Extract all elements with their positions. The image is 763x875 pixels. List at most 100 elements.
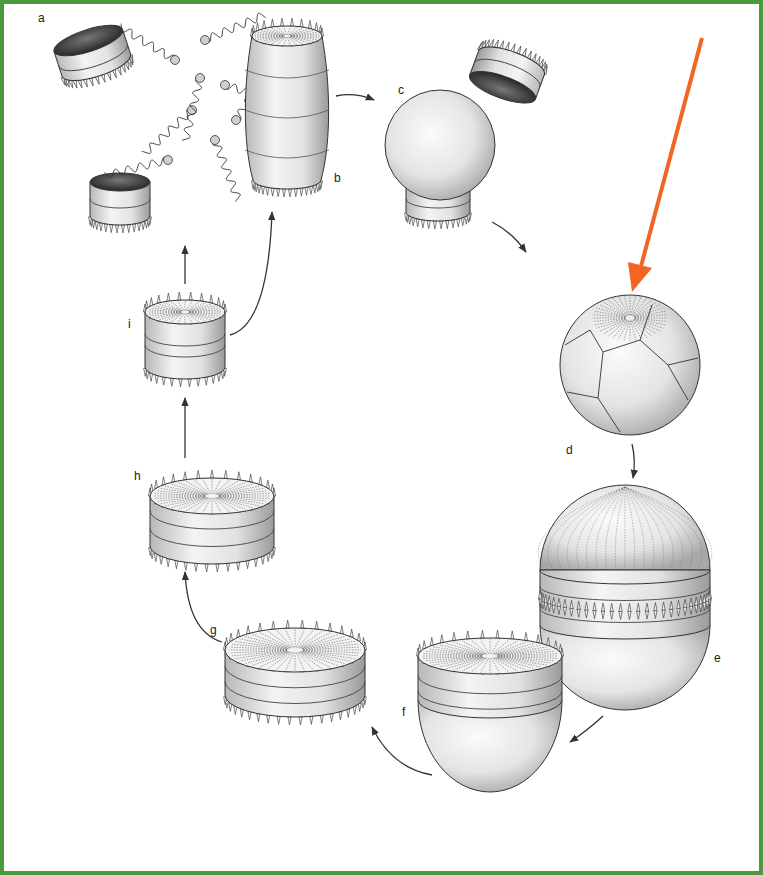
stria: [287, 27, 290, 35]
valve-striae: [422, 639, 557, 673]
cycle-arrow: [570, 716, 603, 742]
spine: [557, 606, 560, 614]
spine: [288, 189, 291, 197]
spine: [234, 706, 237, 714]
spine: [461, 218, 464, 226]
stria: [632, 298, 647, 316]
stria: [148, 312, 180, 314]
stria: [295, 629, 296, 647]
frustule-part: [89, 173, 152, 233]
spine: [433, 221, 436, 229]
stria: [496, 658, 535, 669]
highlight-arrow-head: [628, 262, 652, 292]
stria: [301, 652, 339, 666]
spine: [261, 186, 264, 194]
frustule-part: [148, 470, 275, 572]
stria: [300, 633, 331, 648]
stria: [190, 310, 222, 312]
spine: [706, 593, 709, 601]
spine: [585, 610, 588, 618]
sperm-head: [211, 136, 220, 145]
flagellum: [142, 109, 192, 153]
band-line: [245, 70, 329, 78]
spine: [160, 556, 163, 564]
spine: [99, 223, 102, 231]
stria: [219, 496, 270, 497]
band-line: [245, 110, 329, 118]
spine: [95, 222, 98, 230]
spine: [157, 295, 160, 303]
band-line: [90, 199, 150, 208]
band-line: [418, 676, 562, 694]
stria: [600, 305, 627, 317]
frustule-part: [223, 620, 366, 725]
stria: [277, 27, 286, 35]
stria: [608, 320, 627, 336]
stria: [186, 498, 209, 511]
stria: [271, 28, 285, 35]
spine: [104, 224, 107, 232]
spine: [339, 712, 342, 720]
stria: [240, 639, 288, 649]
spine: [619, 603, 622, 611]
spine: [524, 632, 527, 640]
stria: [215, 481, 238, 494]
stria: [301, 636, 344, 648]
frustule-part: [416, 630, 563, 718]
stria: [157, 497, 205, 502]
stria: [212, 479, 213, 494]
spine: [189, 292, 192, 300]
stria: [301, 634, 339, 648]
spine: [237, 562, 240, 570]
valve-striae: [254, 27, 320, 46]
spine: [457, 219, 460, 227]
spine: [110, 225, 113, 233]
stria: [171, 484, 207, 494]
spine: [353, 706, 356, 714]
stria: [625, 487, 712, 568]
flagellum: [182, 78, 202, 140]
cycle-arrow: [184, 398, 185, 458]
spine: [601, 603, 604, 611]
cycle-arrow: [336, 95, 374, 100]
flagellum: [121, 24, 175, 60]
stria: [497, 657, 547, 665]
stria: [245, 636, 288, 648]
stria: [171, 498, 207, 508]
valve-striae: [229, 629, 361, 670]
spine-row: [416, 630, 563, 674]
stria: [154, 496, 204, 498]
stria: [216, 482, 246, 494]
spine: [271, 188, 274, 196]
stria: [252, 634, 290, 648]
stria: [219, 491, 267, 496]
stria: [567, 487, 625, 568]
band-line: [145, 334, 225, 346]
spine: [328, 623, 331, 631]
stria: [178, 301, 184, 311]
spine: [277, 716, 280, 724]
spine: [217, 373, 220, 381]
valve-striae: [154, 479, 271, 513]
stria: [188, 313, 206, 321]
stria: [593, 318, 625, 321]
stria: [635, 314, 667, 317]
spine: [309, 186, 312, 194]
stria: [490, 639, 491, 654]
spine: [256, 23, 259, 31]
spine: [277, 189, 280, 197]
stria: [302, 651, 350, 661]
auxospore-sphere: [560, 295, 700, 435]
stria: [219, 497, 264, 504]
spine: [654, 611, 657, 619]
spine: [670, 609, 673, 617]
spine: [695, 597, 698, 605]
stria: [194, 480, 210, 494]
stria: [171, 302, 184, 311]
spine: [83, 79, 89, 88]
stria: [596, 308, 625, 317]
spine: [494, 39, 500, 48]
stria: [634, 305, 661, 317]
diatom-stages: [49, 13, 712, 792]
